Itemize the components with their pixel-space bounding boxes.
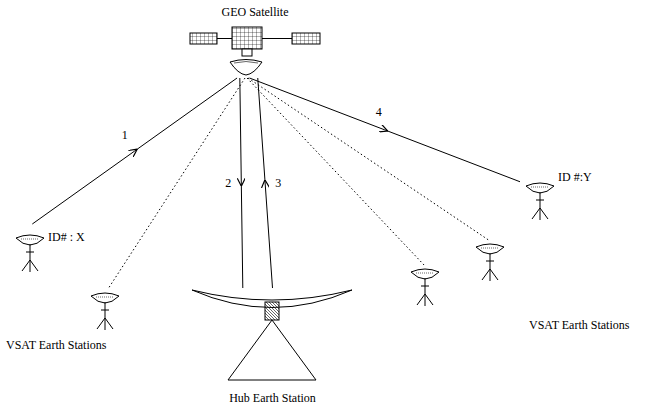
hub-node: Hub Earth Station (190, 288, 355, 408)
satellite-node: GEO Satellite (186, 2, 324, 78)
node-label: ID# : X (48, 230, 85, 244)
geo-satellite (190, 27, 320, 75)
vsat-antenna (16, 183, 554, 330)
callout-number: 4 (374, 105, 384, 119)
signal-link (240, 78, 243, 288)
callout-number: 1 (120, 128, 130, 142)
node-label: GEO Satellite (222, 5, 289, 19)
dotted-link (108, 78, 490, 289)
vsat-node: ID# : X (8, 224, 98, 274)
group-label: VSAT Earth Stations (527, 318, 631, 332)
node-label: Hub Earth Station (229, 391, 316, 405)
hub-antenna (192, 290, 352, 380)
callout-number: 2 (223, 176, 233, 190)
signal-link (32, 78, 237, 224)
signal-link (249, 78, 520, 182)
group-label: VSAT Earth Stations (4, 338, 108, 352)
signal-link (258, 78, 273, 288)
node-label: ID #:Y (558, 170, 592, 184)
vsat-node: ID #:Y (520, 168, 615, 223)
callout-number: 3 (273, 176, 283, 190)
